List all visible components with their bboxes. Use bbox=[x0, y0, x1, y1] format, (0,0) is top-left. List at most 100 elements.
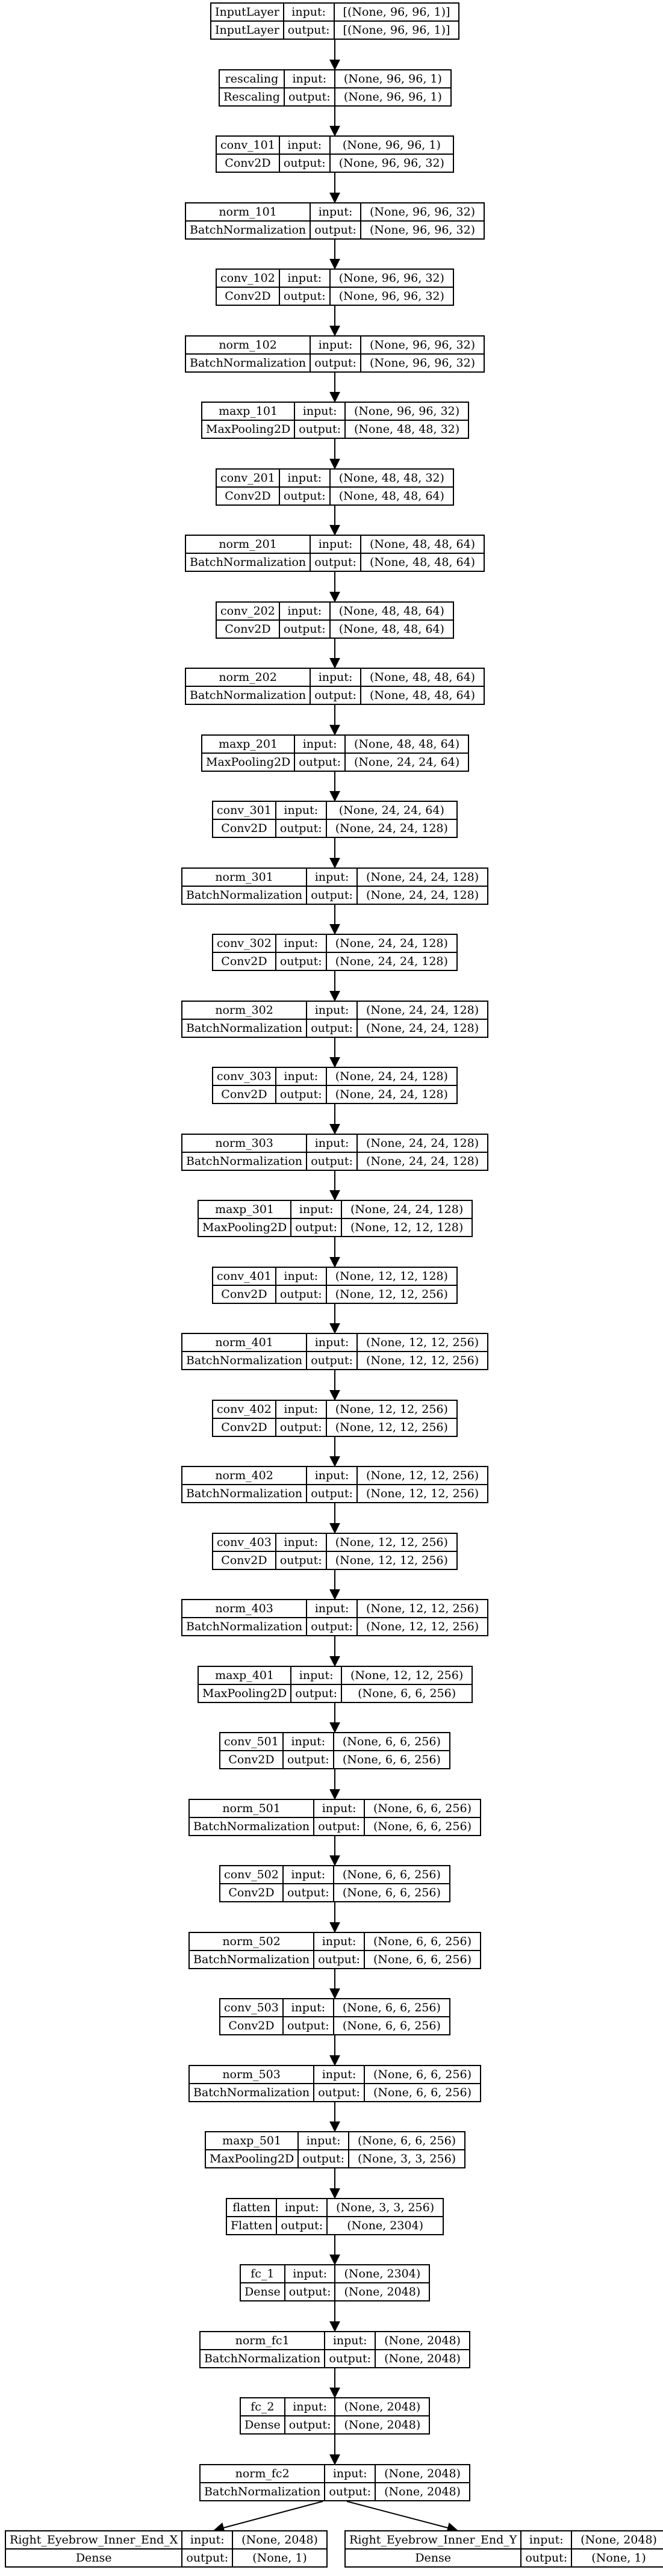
layer-type: Rescaling bbox=[220, 87, 285, 105]
output-label: output: bbox=[282, 1750, 334, 1768]
output-label: output: bbox=[310, 686, 361, 704]
input-shape: (None, 24, 24, 128) bbox=[325, 935, 456, 953]
output-shape: (None, 6, 6, 256) bbox=[332, 1883, 449, 1901]
output-label: output: bbox=[294, 753, 346, 771]
input-label: input: bbox=[282, 4, 335, 22]
output-shape: (None, 96, 96, 32) bbox=[360, 220, 484, 238]
input-shape: [(None, 96, 96, 1)] bbox=[333, 4, 459, 22]
output-label: output: bbox=[282, 20, 335, 39]
output-shape: (None, 96, 96, 32) bbox=[329, 287, 453, 305]
layer-type: Dense bbox=[241, 2415, 285, 2433]
input-shape: (None, 2048) bbox=[334, 2398, 429, 2416]
output-label: output: bbox=[290, 1684, 343, 1702]
layer-type: BatchNormalization bbox=[190, 1950, 315, 1968]
input-shape: (None, 6, 6, 256) bbox=[332, 1733, 449, 1751]
layer-name: conv_302 bbox=[213, 935, 276, 953]
layer-type: BatchNormalization bbox=[201, 2482, 326, 2500]
input-label: input: bbox=[284, 2398, 336, 2416]
output-shape: (None, 1) bbox=[232, 2548, 326, 2566]
output-label: output: bbox=[275, 1551, 327, 1569]
output-label: output: bbox=[283, 87, 335, 105]
output-shape: (None, 6, 6, 256) bbox=[363, 1950, 480, 1968]
output-label: output: bbox=[306, 1617, 358, 1635]
output-shape: (None, 12, 12, 128) bbox=[341, 1218, 472, 1236]
output-label: output: bbox=[313, 1817, 365, 1835]
layer-name: Right_Eyebrow_Inner_End_X bbox=[6, 2531, 183, 2550]
input-shape: (None, 96, 96, 32) bbox=[360, 337, 484, 355]
input-shape: (None, 6, 6, 256) bbox=[363, 1933, 480, 1951]
input-label: input: bbox=[306, 869, 358, 887]
output-label: output: bbox=[324, 2482, 376, 2500]
input-shape: (None, 12, 12, 256) bbox=[356, 1467, 488, 1485]
output-label: output: bbox=[275, 819, 327, 837]
layer-type: Conv2D bbox=[217, 486, 280, 504]
input-label: input: bbox=[275, 1268, 327, 1286]
layer-type: BatchNormalization bbox=[186, 353, 311, 371]
layer-type: Conv2D bbox=[213, 1551, 276, 1569]
input-label: input: bbox=[306, 1600, 358, 1618]
input-shape: (None, 3, 3, 256) bbox=[326, 2199, 443, 2217]
layer-type: Conv2D bbox=[217, 154, 280, 172]
output-shape: (None, 96, 96, 32) bbox=[360, 353, 484, 371]
layer-type: Conv2D bbox=[217, 287, 280, 305]
output-shape: (None, 6, 6, 256) bbox=[363, 2083, 480, 2101]
layer-type: BatchNormalization bbox=[201, 2349, 326, 2367]
layer-name: flatten bbox=[227, 2199, 278, 2217]
layer-type: Conv2D bbox=[213, 1418, 276, 1436]
input-shape: (None, 24, 24, 128) bbox=[325, 1068, 456, 1086]
output-shape: (None, 12, 12, 256) bbox=[325, 1551, 456, 1569]
input-label: input: bbox=[313, 1933, 365, 1951]
output-label: output: bbox=[310, 353, 361, 371]
layer-name: conv_303 bbox=[213, 1068, 276, 1086]
output-shape: (None, 24, 24, 128) bbox=[325, 952, 456, 970]
output-shape: (None, 24, 24, 64) bbox=[344, 753, 468, 771]
output-label: output: bbox=[278, 287, 331, 305]
layer-name: norm_102 bbox=[186, 337, 311, 355]
input-label: input: bbox=[282, 1866, 334, 1884]
output-shape: (None, 48, 48, 64) bbox=[329, 619, 453, 638]
output-shape: (None, 1) bbox=[571, 2548, 663, 2566]
layer-type: BatchNormalization bbox=[186, 553, 311, 571]
layer-name: norm_201 bbox=[186, 536, 311, 554]
layer-name: conv_301 bbox=[213, 802, 276, 820]
edge-arrow bbox=[213, 2501, 323, 2533]
input-label: input: bbox=[310, 203, 361, 222]
input-shape: (None, 12, 12, 256) bbox=[356, 1334, 488, 1352]
layer-name: InputLayer bbox=[211, 4, 284, 22]
output-label: output: bbox=[306, 1351, 358, 1369]
layer-name: norm_402 bbox=[182, 1467, 308, 1485]
layer-name: maxp_101 bbox=[202, 403, 296, 421]
output-shape: (None, 24, 24, 128) bbox=[356, 886, 488, 904]
output-label: output: bbox=[310, 220, 361, 238]
layer-type: Conv2D bbox=[220, 1883, 284, 1901]
input-shape: (None, 24, 24, 128) bbox=[356, 1002, 488, 1020]
edge-arrow bbox=[346, 2501, 458, 2533]
layer-type: MaxPooling2D bbox=[199, 1684, 292, 1702]
output-shape: (None, 12, 12, 256) bbox=[356, 1617, 488, 1635]
input-shape: (None, 24, 24, 128) bbox=[341, 1201, 472, 1219]
output-label: output: bbox=[275, 952, 327, 970]
output-label: output: bbox=[306, 1019, 358, 1037]
layer-name: norm_fc1 bbox=[201, 2332, 326, 2350]
output-label: output: bbox=[278, 486, 331, 504]
layer-name: norm_403 bbox=[182, 1600, 308, 1618]
output-label: output: bbox=[284, 2415, 336, 2433]
output-shape: (None, 12, 12, 256) bbox=[325, 1418, 456, 1436]
layer-type: BatchNormalization bbox=[186, 686, 311, 704]
input-label: input: bbox=[282, 1733, 334, 1751]
input-shape: (None, 12, 12, 128) bbox=[325, 1268, 456, 1286]
